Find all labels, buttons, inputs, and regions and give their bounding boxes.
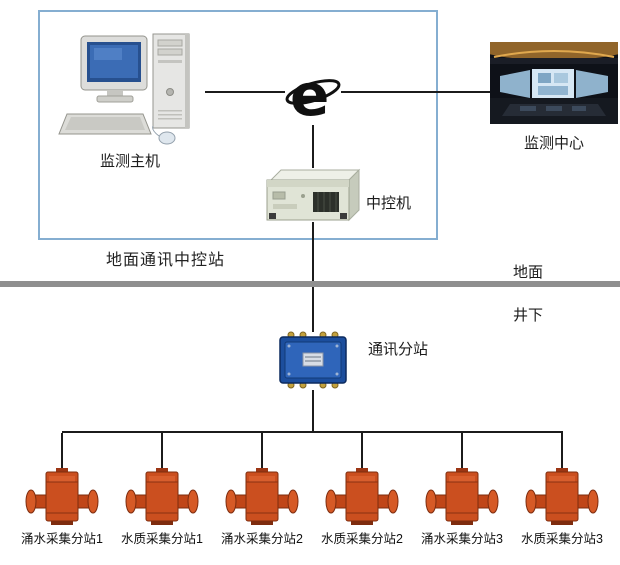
station-label: 水质采集分站3 [521, 532, 603, 546]
station-node: 涌水采集分站2 [207, 433, 317, 547]
pipe-flowmeter-icon [25, 468, 99, 526]
drop-line [261, 433, 263, 468]
central-controller-label: 中控机 [366, 195, 412, 212]
station-node: 水质采集分站3 [507, 433, 617, 547]
station-node: 涌水采集分站3 [407, 433, 517, 547]
pipe-flowmeter-icon [325, 468, 399, 526]
line-internet-to-center [341, 91, 490, 93]
desktop-computer-icon [55, 30, 205, 148]
pipe-flowmeter-icon [425, 468, 499, 526]
station-label: 涌水采集分站3 [421, 532, 503, 546]
drop-line [61, 433, 63, 468]
line-substation-to-bus [312, 390, 314, 431]
pipe-flowmeter-icon [525, 468, 599, 526]
line-controller-to-substation [312, 222, 314, 332]
monitoring-center-label: 监测中心 [523, 135, 584, 152]
surface-divider [0, 281, 620, 287]
drop-line [161, 433, 163, 468]
drop-line [561, 433, 563, 468]
station-node: 水质采集分站2 [307, 433, 417, 547]
pipe-flowmeter-icon [125, 468, 199, 526]
line-internet-to-controller [312, 125, 314, 168]
underground-label: 井下 [513, 307, 544, 324]
bus-line [62, 431, 563, 433]
line-host-to-internet [205, 91, 285, 93]
pipe-flowmeter-icon [225, 468, 299, 526]
drop-line [361, 433, 363, 468]
station-node: 涌水采集分站1 [7, 433, 117, 547]
station-label: 涌水采集分站2 [221, 532, 303, 546]
rack-server-icon [263, 166, 363, 228]
station-node: 水质采集分站1 [107, 433, 217, 547]
station-label: 水质采集分站1 [121, 532, 203, 546]
monitoring-center-image [490, 42, 618, 124]
comm-substation-label: 通讯分站 [368, 341, 429, 358]
internet-e-icon: e [285, 65, 341, 127]
surface-label: 地面 [513, 264, 544, 281]
monitor-host-label: 监测主机 [99, 153, 160, 170]
station-label: 水质采集分站2 [321, 532, 403, 546]
station-label: 涌水采集分站1 [21, 532, 103, 546]
mine-substation-icon [278, 328, 348, 392]
ground-station-label: 地面通讯中控站 [106, 252, 226, 269]
drop-line [461, 433, 463, 468]
